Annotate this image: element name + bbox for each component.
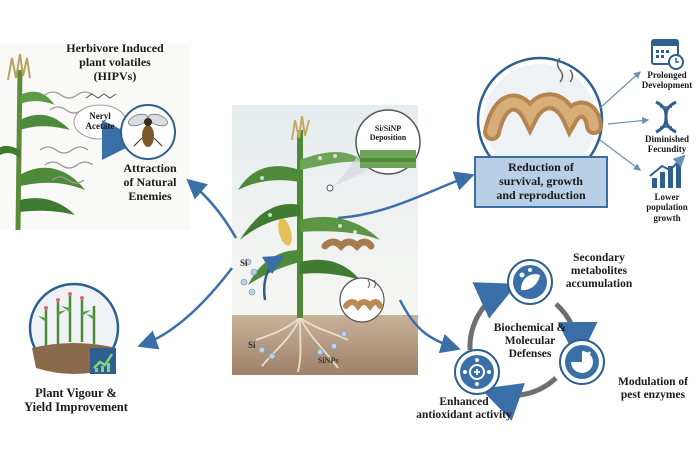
modulation-line-1: Modulation of [618, 376, 688, 388]
neryl-line-1: Neryl [89, 111, 111, 121]
hipv-line-3: (HIPVs) [93, 68, 137, 83]
biochem-line-1: Biochemical & [493, 322, 567, 334]
lower-growth-label: Lower population growth [636, 192, 698, 223]
reduction-line-3: and reproduction [496, 187, 586, 202]
vigour-line-1: Plant Vigour & [35, 386, 117, 400]
biochem-label: Biochemical & Molecular Defenses [484, 322, 576, 362]
modulation-line-2: pest enzymes [620, 389, 686, 402]
secondary-line-1: Secondary [573, 252, 625, 264]
antioxidant-line-2: antioxidant activity [416, 409, 512, 422]
deposition-magnifier [326, 109, 421, 192]
diminished-label: Diminished Fecundity [636, 134, 698, 155]
attraction-line-2: of Natural [123, 174, 177, 189]
vigour-line-2: Yield Improvement [24, 400, 128, 415]
hipv-label: Herbivore Induced plant volatiles (HIPVs… [50, 41, 180, 83]
biochem-line-3: Defenses [508, 348, 552, 361]
antioxidant-atom-icon [454, 349, 500, 395]
neryl-acetate-label: Neryl Acetate [76, 111, 124, 132]
diminished-line-1: Diminished [644, 134, 689, 144]
calendar-clock-icon [651, 39, 684, 70]
secondary-label: Secondary metabolites accumulation [555, 252, 643, 292]
biochem-line-2: Molecular [504, 335, 556, 348]
lower-line-3: growth [653, 212, 681, 223]
antioxidant-line-1: Enhanced [439, 396, 489, 408]
lower-line-1: Lower [654, 192, 680, 202]
modulation-label: Modulation of pest enzymes [608, 376, 698, 402]
hipv-line-2: plant volatiles [79, 54, 151, 69]
reduction-line-1: Reduction of [508, 160, 574, 174]
prolonged-label: Prolonged Development [636, 70, 698, 91]
vigour-label: Plant Vigour & Yield Improvement [6, 386, 146, 415]
sinps-label: SiNPs [318, 356, 339, 365]
growth-chart-icon [90, 348, 116, 374]
attraction-label: Attraction of Natural Enemies [112, 161, 188, 203]
reduction-line-2: survival, growth [499, 173, 583, 188]
deposition-label: Si/SiNP Deposition [360, 124, 416, 142]
prolonged-line-1: Prolonged [647, 70, 687, 80]
enzyme-pie-icon [559, 339, 605, 385]
lower-line-2: population [646, 202, 688, 213]
deposition-line-2: Deposition [369, 133, 407, 143]
dna-icon [655, 100, 677, 134]
diminished-line-2: Fecundity [647, 144, 687, 155]
hipv-line-1: Herbivore Induced [66, 41, 164, 55]
attraction-line-1: Attraction [123, 161, 177, 175]
attraction-line-3: Enemies [128, 188, 172, 203]
field-circle [28, 282, 120, 374]
wasp-icon [120, 104, 176, 160]
leaf-molecule-icon [507, 259, 553, 305]
si-label-lower: Si [248, 340, 256, 350]
bar-chart-growth-icon [649, 154, 686, 188]
reduction-box: Reduction of survival, growth and reprod… [474, 156, 608, 208]
prolonged-line-2: Development [641, 80, 693, 91]
deposition-line-1: Si/SiNP [374, 124, 402, 133]
antioxidant-label: Enhanced antioxidant activity [412, 396, 516, 422]
caterpillar-icon [476, 56, 604, 184]
caterpillar-inset [339, 277, 385, 323]
secondary-line-3: accumulation [565, 278, 633, 291]
secondary-line-2: metabolites [570, 265, 628, 278]
neryl-line-2: Acetate [85, 121, 115, 132]
si-label-upper: Si [240, 258, 248, 268]
